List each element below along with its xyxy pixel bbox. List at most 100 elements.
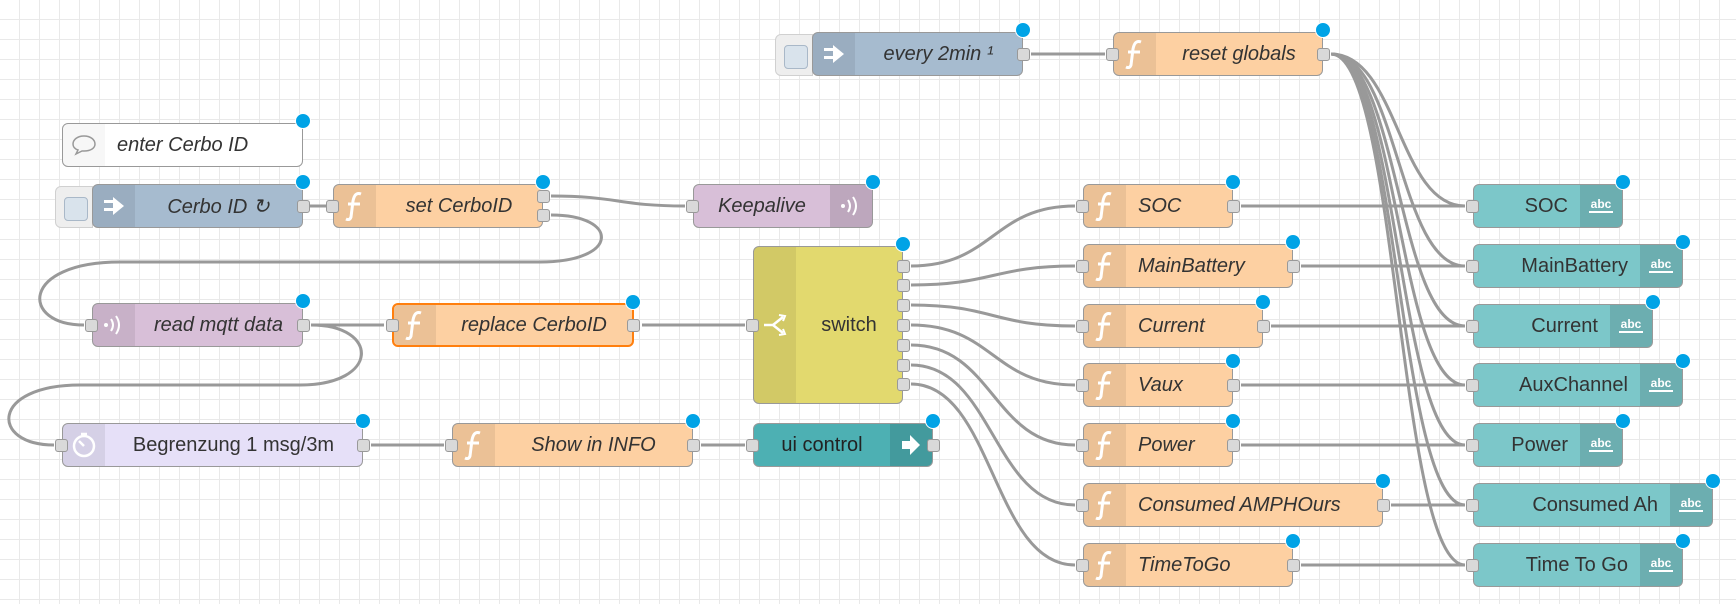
node-label: Show in INFO — [531, 433, 656, 456]
output-port[interactable] — [1227, 439, 1240, 452]
input-port[interactable] — [1466, 559, 1479, 572]
node-enter-cerbo-id[interactable]: enter Cerbo ID — [62, 113, 311, 167]
input-port[interactable] — [746, 439, 759, 452]
output-port-6[interactable] — [897, 359, 910, 372]
inject-trigger-button-cerbo-id[interactable] — [55, 186, 93, 228]
node-txt-timetogo[interactable]: Time To Go abc — [1466, 533, 1691, 587]
input-port[interactable] — [1466, 200, 1479, 213]
wire[interactable] — [1330, 52, 1466, 507]
node-every-2min[interactable]: every 2min ¹ — [812, 22, 1031, 76]
input-port[interactable] — [1106, 48, 1119, 61]
output-port-1[interactable] — [537, 190, 550, 203]
output-port[interactable] — [1377, 499, 1390, 512]
node-switch[interactable]: switch — [746, 236, 911, 404]
node-fn-mainbattery[interactable]: MainBattery — [1076, 234, 1301, 288]
output-port[interactable] — [1227, 379, 1240, 392]
wire[interactable] — [910, 264, 1076, 287]
input-port[interactable] — [1466, 439, 1479, 452]
node-fn-timetogo[interactable]: TimeToGo — [1076, 533, 1301, 587]
wire[interactable] — [1330, 52, 1466, 387]
output-port[interactable] — [1317, 48, 1330, 61]
wire[interactable] — [910, 204, 1076, 268]
changed-indicator — [1615, 413, 1631, 429]
node-fn-consumed[interactable]: Consumed AMPHOurs — [1076, 473, 1391, 527]
node-reset-globals[interactable]: reset globals — [1106, 22, 1331, 76]
node-ui-control[interactable]: ui control — [746, 413, 941, 467]
input-port[interactable] — [1466, 499, 1479, 512]
output-port-3[interactable] — [897, 299, 910, 312]
output-port[interactable] — [297, 200, 310, 213]
changed-indicator — [1255, 294, 1271, 310]
node-fn-current[interactable]: Current — [1076, 294, 1271, 348]
node-fn-soc[interactable]: SOC — [1076, 174, 1241, 228]
output-port-1[interactable] — [897, 260, 910, 273]
wire[interactable] — [910, 343, 1076, 447]
function-icon — [1084, 484, 1126, 526]
output-port[interactable] — [927, 439, 940, 452]
input-port[interactable] — [55, 439, 68, 452]
node-fn-vaux[interactable]: Vaux — [1076, 353, 1241, 407]
node-cerbo-id[interactable]: Cerbo ID ↻ — [92, 174, 311, 228]
input-port[interactable] — [85, 319, 98, 332]
changed-indicator — [1225, 353, 1241, 369]
wire[interactable] — [38, 213, 603, 327]
input-port[interactable] — [1466, 320, 1479, 333]
input-port[interactable] — [326, 200, 339, 213]
output-port[interactable] — [357, 439, 370, 452]
output-port[interactable] — [1287, 559, 1300, 572]
node-txt-current[interactable]: Current abc — [1466, 294, 1661, 348]
input-port[interactable] — [1076, 379, 1089, 392]
output-port[interactable] — [627, 319, 640, 332]
wire[interactable] — [910, 323, 1076, 387]
input-port[interactable] — [746, 319, 759, 332]
input-port[interactable] — [1076, 320, 1089, 333]
node-txt-soc[interactable]: SOC abc — [1466, 174, 1631, 228]
input-port[interactable] — [1466, 379, 1479, 392]
input-port[interactable] — [1076, 559, 1089, 572]
output-port[interactable] — [297, 319, 310, 332]
wire[interactable] — [1330, 52, 1466, 567]
node-begrenzung[interactable]: Begrenzung 1 msg/3m — [55, 413, 371, 467]
timer-icon — [63, 424, 105, 466]
node-replace-cerboid[interactable]: replace CerboID — [386, 294, 641, 347]
node-read-mqtt-data[interactable]: read mqtt data — [85, 293, 311, 347]
input-port[interactable] — [686, 200, 699, 213]
output-port[interactable] — [1017, 48, 1030, 61]
wire[interactable] — [7, 323, 363, 447]
node-label: ui control — [781, 433, 863, 456]
input-port[interactable] — [445, 439, 458, 452]
node-txt-power[interactable]: Power abc — [1466, 413, 1631, 467]
node-keepalive[interactable]: Keepalive — [686, 174, 881, 228]
function-icon — [1084, 364, 1126, 406]
wire[interactable] — [910, 382, 1076, 567]
wire[interactable] — [1330, 52, 1466, 208]
output-port-4[interactable] — [897, 319, 910, 332]
output-port[interactable] — [687, 439, 700, 452]
node-set-cerboid[interactable]: set CerboID — [326, 174, 551, 228]
output-port-7[interactable] — [897, 378, 910, 391]
output-port[interactable] — [1257, 320, 1270, 333]
node-txt-mainbattery[interactable]: MainBattery abc — [1466, 234, 1691, 288]
output-port-2[interactable] — [537, 209, 550, 222]
input-port[interactable] — [386, 319, 399, 332]
wire[interactable] — [910, 303, 1076, 328]
node-show-in-info[interactable]: Show in INFO — [445, 413, 701, 467]
output-port-5[interactable] — [897, 339, 910, 352]
input-port[interactable] — [1076, 200, 1089, 213]
output-port[interactable] — [1227, 200, 1240, 213]
wire[interactable] — [550, 194, 686, 208]
input-port[interactable] — [1466, 260, 1479, 273]
input-port[interactable] — [1076, 499, 1089, 512]
input-port[interactable] — [1076, 439, 1089, 452]
inject-trigger-button-every-2min[interactable] — [775, 34, 813, 76]
node-txt-auxchannel[interactable]: AuxChannel abc — [1466, 353, 1691, 407]
node-txt-consumed[interactable]: Consumed Ah abc — [1466, 473, 1721, 527]
ui-control-arrow-icon — [890, 424, 932, 466]
wire[interactable] — [1330, 52, 1466, 268]
output-port[interactable] — [1287, 260, 1300, 273]
output-port-2[interactable] — [897, 279, 910, 292]
wire[interactable] — [910, 363, 1076, 507]
wire[interactable] — [1330, 52, 1466, 328]
node-fn-power[interactable]: Power — [1076, 413, 1241, 467]
input-port[interactable] — [1076, 260, 1089, 273]
